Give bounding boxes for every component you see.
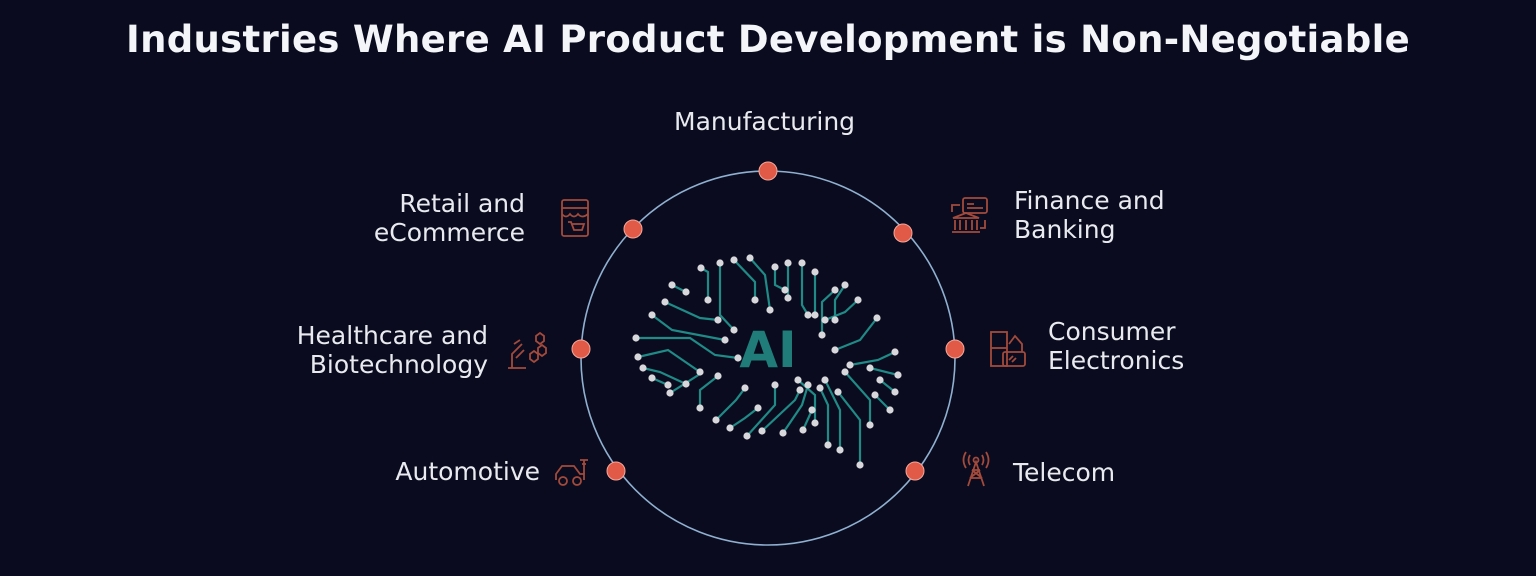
node-manufacturing[interactable] xyxy=(758,161,778,181)
devices-icon xyxy=(990,331,1026,367)
tower-icon xyxy=(962,451,990,487)
storefront-cart-icon xyxy=(561,199,589,237)
microscope-molecule-icon xyxy=(508,331,547,369)
label-finance: Finance and Banking xyxy=(1014,186,1165,244)
node-automotive[interactable] xyxy=(606,461,626,481)
label-consumer-electronics: Consumer Electronics xyxy=(1048,317,1185,375)
node-consumer-electronics[interactable] xyxy=(945,339,965,359)
node-finance[interactable] xyxy=(893,223,913,243)
page-title: Industries Where AI Product Development … xyxy=(126,18,1410,61)
ai-center-text: AI xyxy=(739,321,796,379)
label-automotive: Automotive xyxy=(395,457,540,486)
bank-card-icon xyxy=(951,197,988,233)
ring-nodes xyxy=(571,161,965,481)
label-healthcare: Healthcare and Biotechnology xyxy=(296,321,488,379)
node-retail[interactable] xyxy=(623,219,643,239)
label-manufacturing: Manufacturing xyxy=(674,107,856,136)
car-wrench-icon xyxy=(555,459,588,486)
label-retail: Retail and eCommerce xyxy=(373,189,525,247)
label-telecom: Telecom xyxy=(1013,458,1116,487)
node-telecom[interactable] xyxy=(905,461,925,481)
node-healthcare[interactable] xyxy=(571,339,591,359)
brain-circuit-icon xyxy=(636,257,899,465)
circuit-nodes xyxy=(632,254,902,469)
